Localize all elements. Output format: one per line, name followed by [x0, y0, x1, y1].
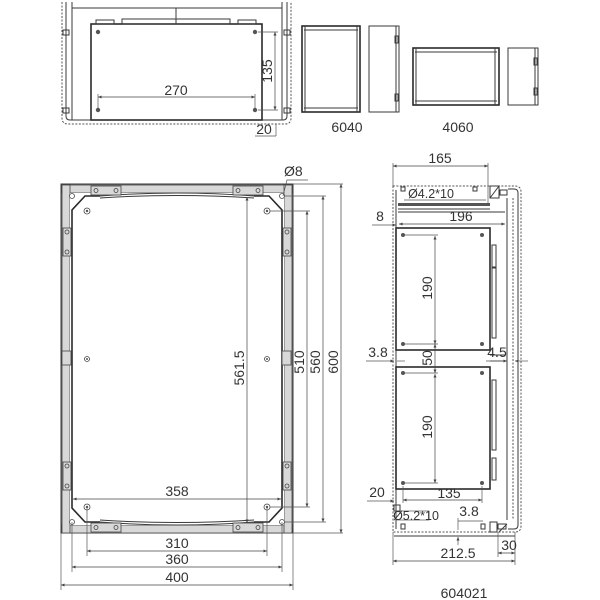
dim-510: 510: [291, 350, 307, 374]
dim-165: 165: [428, 150, 452, 166]
dim-30: 30: [501, 537, 517, 553]
dim-196: 196: [449, 208, 473, 224]
dim-slot-bottom: Ø5.2*10: [393, 509, 439, 523]
dim-20-bottom: 20: [369, 484, 385, 500]
dim-358: 358: [165, 483, 189, 499]
dim-212-5: 212.5: [440, 545, 475, 561]
dim-slot-top: Ø4.2*10: [408, 187, 454, 201]
dim-190-lower: 190: [419, 415, 435, 439]
dim-270: 270: [164, 82, 188, 98]
dim-3-8-bottom: 3.8: [459, 503, 479, 519]
dim-8: 8: [376, 208, 384, 224]
dim-hole-dia: Ø8: [284, 163, 303, 179]
dim-360: 360: [165, 551, 189, 567]
variant-6040: 6040: [301, 25, 400, 135]
variant-4060: 4060: [412, 47, 539, 135]
top-view: 270 135 20: [61, 2, 292, 137]
dim-135-side: 135: [437, 485, 461, 501]
part-number: 604021: [441, 585, 488, 600]
dim-3-8-left: 3.8: [368, 344, 388, 360]
dim-600: 600: [325, 350, 341, 374]
variant-label-6040: 6040: [331, 119, 362, 135]
side-view: 165 Ø4.2*10 8 196 190 50 190 3.8 4.5 20: [366, 150, 528, 565]
dim-561-5: 561.5: [231, 350, 247, 385]
dim-50: 50: [419, 350, 435, 366]
front-view: Ø8 561.5 510 560 600 358 310 360 400: [60, 163, 343, 590]
variant-label-4060: 4060: [442, 119, 473, 135]
dim-560: 560: [307, 350, 323, 374]
dim-310: 310: [165, 535, 189, 551]
dim-4-5-right: 4.5: [487, 344, 507, 360]
dim-135: 135: [259, 59, 275, 83]
dim-190-upper: 190: [419, 276, 435, 300]
dim-400: 400: [165, 569, 189, 585]
dim-20: 20: [256, 121, 272, 137]
